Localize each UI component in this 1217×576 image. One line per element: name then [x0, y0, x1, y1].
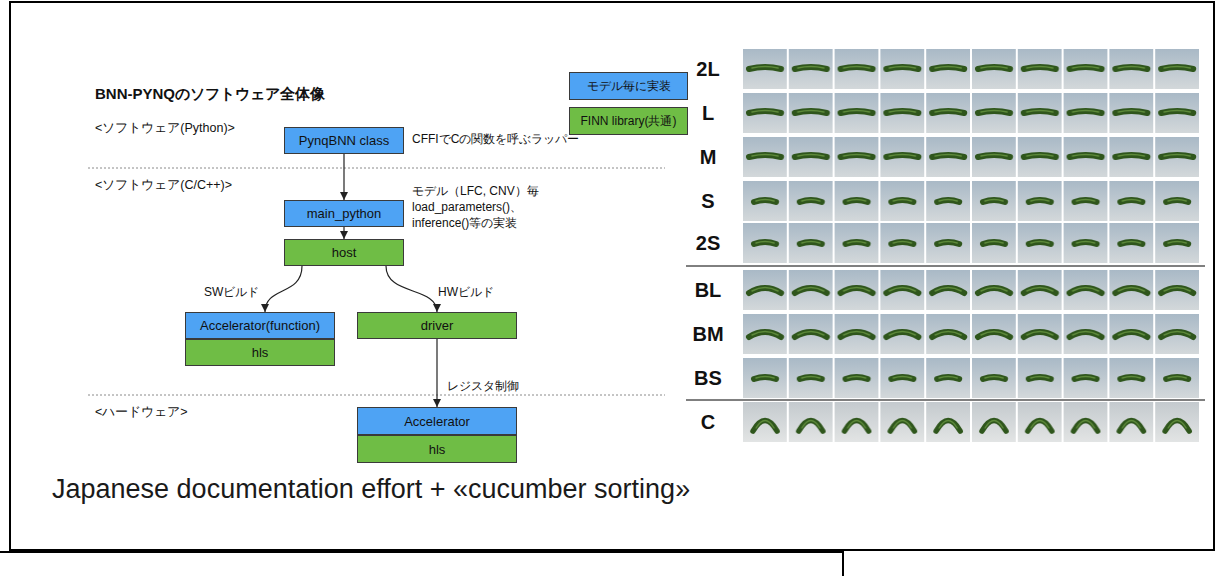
flow-arrow — [265, 266, 302, 312]
process-box: hls — [357, 435, 517, 463]
text-label: <ハードウェア> — [95, 405, 188, 420]
box-text: driver — [421, 318, 454, 333]
box-text: hls — [252, 345, 269, 360]
text-label: <ソフトウェア(C/C++)> — [95, 178, 232, 193]
text-label: <ソフトウェア(Python)> — [95, 121, 235, 136]
edge-label: HWビルド — [437, 285, 495, 299]
group-divider — [686, 266, 1205, 267]
box-text: PynqBNN class — [299, 133, 389, 148]
box-text: Accelerator(function) — [200, 318, 320, 333]
grade-label: BS — [686, 366, 730, 390]
flow-arrow — [343, 227, 344, 239]
group-divider — [686, 400, 1205, 401]
edge-label: SWビルド — [203, 285, 260, 299]
box-text: host — [332, 245, 357, 260]
grade-label: M — [686, 145, 730, 169]
grade-label: 2L — [686, 57, 730, 81]
grade-label: BL — [686, 278, 730, 302]
flow-arrow — [436, 339, 437, 407]
overlay-frame — [0, 552, 843, 576]
legend-swatch: FINN library(共通) — [569, 107, 688, 135]
box-text: Accelerator — [404, 414, 470, 429]
process-box: hls — [185, 339, 335, 366]
flow-arrow — [343, 154, 344, 200]
text-label: CFFIでCの関数を呼ぶラッパー — [412, 132, 579, 146]
edge-label: レジスタ制御 — [446, 379, 520, 393]
layer-separator — [88, 168, 665, 169]
box-text: hls — [429, 442, 446, 457]
process-box: Accelerator — [357, 407, 517, 435]
process-box: main_python — [284, 200, 404, 227]
slide-frame — [10, 2, 1214, 550]
process-box: driver — [357, 312, 517, 339]
grade-label: L — [686, 101, 730, 125]
layer-separator — [88, 395, 665, 396]
process-box: Accelerator(function) — [185, 312, 335, 339]
legend-text: FINN library(共通) — [581, 113, 677, 130]
grade-label: 2S — [686, 231, 730, 255]
grade-label: S — [686, 189, 730, 213]
grade-label: C — [686, 410, 730, 434]
process-box: host — [284, 239, 404, 266]
legend-swatch: モデル毎に実装 — [569, 72, 688, 100]
cucumber-photos — [742, 49, 1200, 442]
diagram-title: BNN-PYNQのソフトウェア全体像 — [95, 85, 325, 103]
text-label: モデル（LFC, CNV）毎 load_parameters()、 infere… — [412, 183, 552, 232]
slide-caption: Japanese documentation effort + «cucumbe… — [52, 473, 690, 505]
legend-text: モデル毎に実装 — [587, 78, 671, 95]
process-box: PynqBNN class — [284, 127, 404, 154]
box-text: main_python — [307, 206, 381, 221]
flow-arrow — [386, 266, 437, 312]
grade-label: BM — [686, 322, 730, 346]
